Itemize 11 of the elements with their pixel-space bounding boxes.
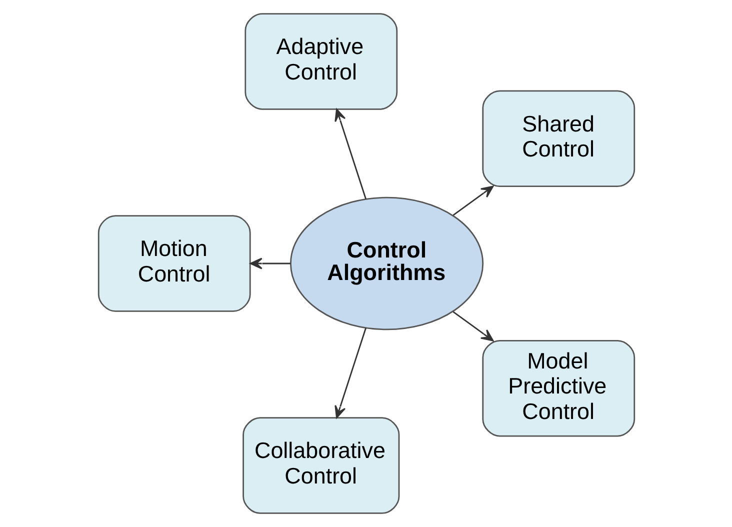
arrow <box>452 186 494 216</box>
node-ellipse: Control Algorithms <box>290 196 484 330</box>
node-box: Model Predictive Control <box>482 340 635 437</box>
node-box: Adaptive Control <box>244 13 398 110</box>
node-box: Collaborative Control <box>242 417 400 514</box>
arrow <box>334 108 366 200</box>
node-box: Shared Control <box>482 90 635 188</box>
arrow <box>249 258 290 270</box>
arrow <box>334 328 366 418</box>
arrow <box>452 311 494 342</box>
node-box: Motion Control <box>97 215 250 312</box>
